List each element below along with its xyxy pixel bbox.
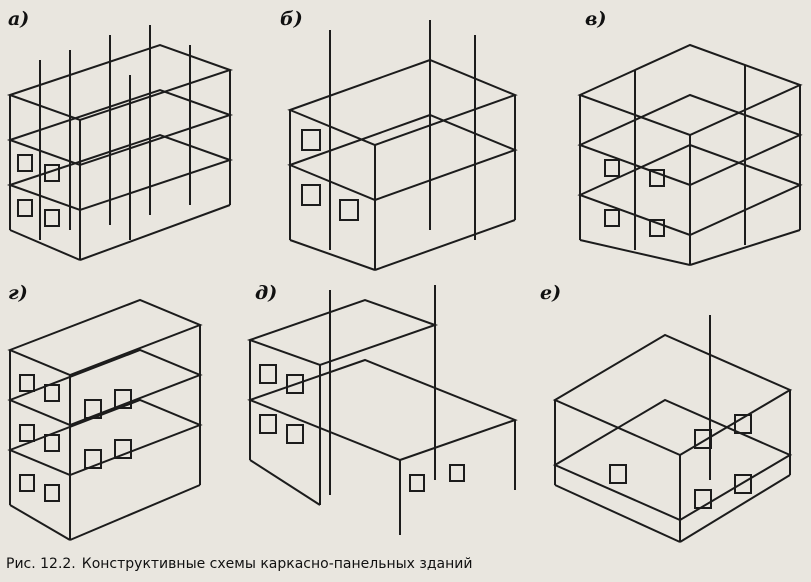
figure-caption-text: Конструктивные схемы каркасно-панельных …: [81, 556, 473, 572]
frame-diagram-b: [287, 20, 518, 271]
panel-label-g: г): [8, 282, 28, 304]
panel-label-v: в): [585, 8, 607, 30]
frame-diagram-g: [7, 298, 203, 541]
frame-diagram-d: [246, 285, 518, 535]
panel-label-e: е): [540, 282, 562, 304]
frame-diagram-v: [577, 43, 803, 266]
panel-e: е): [535, 280, 805, 550]
panel-b: б): [250, 0, 535, 275]
frame-diagram-a: [6, 25, 234, 261]
figure-number: Рис. 12.2.: [6, 556, 76, 572]
panel-g: г): [0, 280, 230, 550]
figure-caption: Рис. 12.2. Конструктивные схемы каркасно-…: [6, 556, 806, 572]
panel-a: а): [0, 0, 240, 270]
panel-d: д): [235, 280, 525, 550]
panel-label-b: б): [280, 8, 303, 30]
frame-diagram-e: [552, 315, 793, 543]
panel-v: в): [565, 0, 805, 270]
panel-label-a: а): [8, 8, 30, 30]
panel-label-d: д): [255, 282, 278, 304]
